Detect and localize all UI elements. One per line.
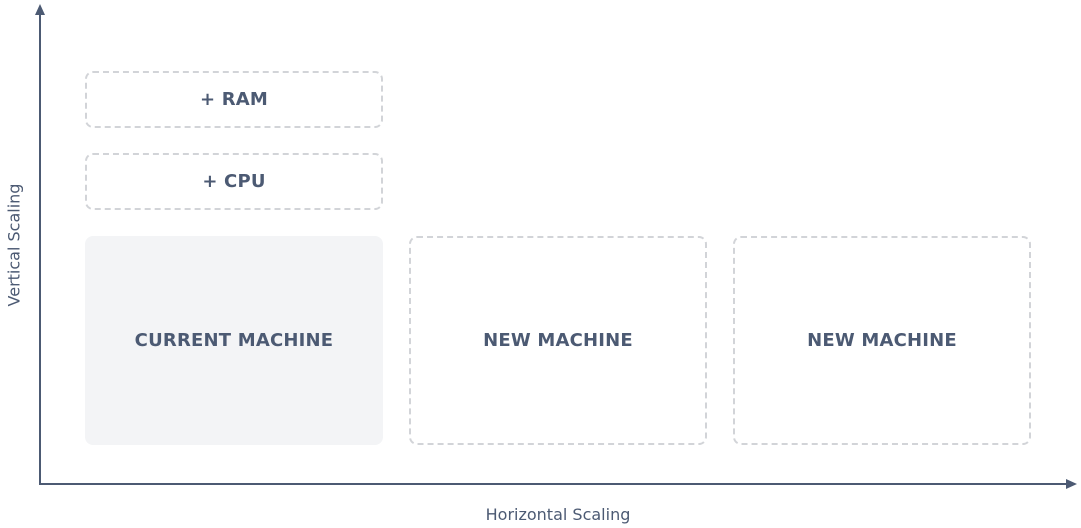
current-machine-box: CURRENT MACHINE [85, 236, 383, 445]
new-machine-label: NEW MACHINE [483, 330, 633, 351]
ram-addition-box: + RAM [85, 71, 383, 128]
new-machine-label: NEW MACHINE [807, 330, 957, 351]
new-machine-box: NEW MACHINE [409, 236, 707, 445]
ram-addition-label: + RAM [199, 89, 269, 110]
current-machine-label: CURRENT MACHINE [134, 330, 334, 351]
cpu-addition-label: + CPU [202, 171, 266, 192]
new-machine-box: NEW MACHINE [733, 236, 1031, 445]
x-axis-arrow-icon [1066, 479, 1077, 489]
cpu-addition-box: + CPU [85, 153, 383, 210]
x-axis-label: Horizontal Scaling [485, 505, 631, 524]
y-axis-arrow-icon [35, 4, 45, 15]
y-axis-label: Vertical Scaling [4, 183, 24, 307]
